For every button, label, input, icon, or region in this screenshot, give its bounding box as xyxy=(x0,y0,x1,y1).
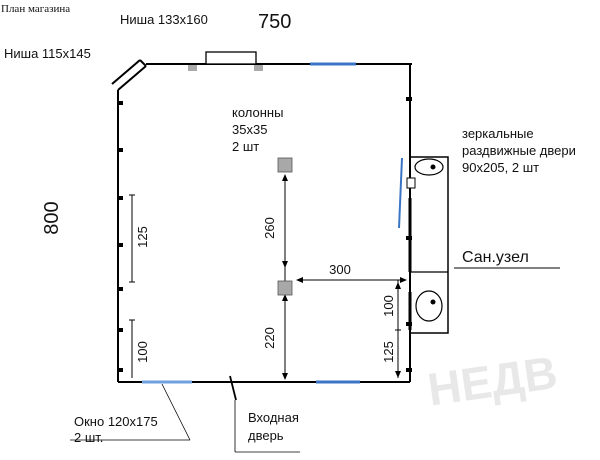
arrowheads xyxy=(282,174,407,380)
dimension-lines xyxy=(129,176,406,378)
mirror-door xyxy=(398,157,403,229)
window-leader xyxy=(161,383,191,441)
wall-marker xyxy=(188,65,197,71)
measure-col-upper: 260 xyxy=(262,217,277,239)
measure-left-upper: 125 xyxy=(135,226,150,248)
bathroom xyxy=(406,156,449,334)
columns-label-3: 2 шт xyxy=(232,139,259,154)
measure-right-upper: 100 xyxy=(381,295,396,317)
measure-col-to-wall: 300 xyxy=(329,262,351,277)
columns-label-1: колонны xyxy=(232,105,283,120)
window-label-1: Окно 120х175 xyxy=(74,414,158,429)
entrance-label-1: Входная xyxy=(248,410,299,425)
watermark: НЕДВ xyxy=(425,346,561,416)
bathroom-label: Сан.узел xyxy=(462,249,529,266)
column-2 xyxy=(277,280,293,296)
mirror-doors-label-3: 90х205, 2 шт xyxy=(462,160,539,175)
niche-left-label: Ниша 115х145 xyxy=(4,46,91,61)
mirror-doors-label-1: зеркальные xyxy=(462,126,534,141)
entrance-label-2: дверь xyxy=(248,428,284,443)
window-label-2: 2 шт. xyxy=(74,430,103,445)
measure-col-lower: 220 xyxy=(262,327,277,349)
entrance-door xyxy=(229,375,237,401)
mirror-doors-label-2: раздвижные двери xyxy=(462,143,576,158)
columns-label-2: 35х35 xyxy=(232,122,267,137)
dimension-width: 750 xyxy=(258,11,291,33)
dimension-height: 800 xyxy=(41,201,63,234)
top-niche xyxy=(205,51,257,65)
plan-title: План магазина xyxy=(1,3,70,15)
column-1 xyxy=(277,157,293,173)
wall-marker xyxy=(254,65,263,71)
left-wall-ticks xyxy=(117,101,123,372)
measure-right-lower: 125 xyxy=(381,341,396,363)
niche-top-label: Ниша 133х160 xyxy=(120,12,208,27)
measure-left-lower: 100 xyxy=(135,341,150,363)
